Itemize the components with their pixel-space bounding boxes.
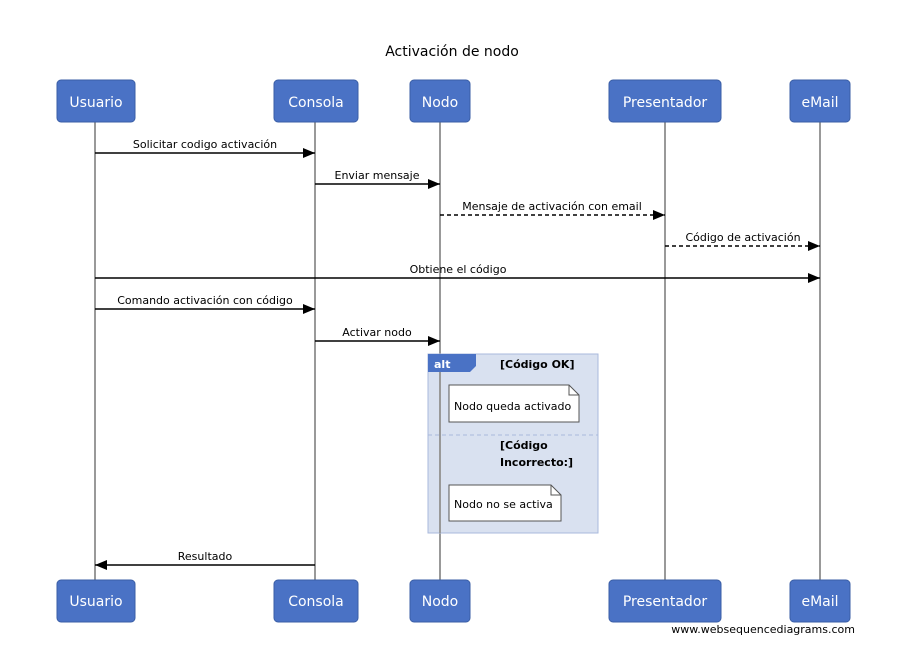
alt-condition-ok: [Código OK] <box>500 358 574 371</box>
note-not-activated: Nodo no se activa <box>448 484 562 522</box>
actor-label-usuario-top: Usuario <box>69 95 122 111</box>
alt-tab <box>428 354 476 372</box>
actor-box-presentador-top[interactable] <box>608 79 722 123</box>
actor-box-usuario-bottom[interactable] <box>56 579 136 623</box>
actor-label-nodo-top: Nodo <box>422 95 459 111</box>
message-label: Obtiene el código <box>410 263 507 276</box>
actor-label-consola-top: Consola <box>288 95 344 111</box>
note-activated-text: Nodo queda activado <box>454 400 571 413</box>
message-label: Resultado <box>178 550 233 563</box>
lifelines <box>94 122 821 580</box>
message-label: Comando activación con código <box>117 294 293 307</box>
actor-label-email-top: eMail <box>801 95 838 111</box>
actor-label-presentador-top: Presentador <box>623 95 708 111</box>
actor-box-presentador-bottom[interactable] <box>608 579 722 623</box>
note-activated: Nodo queda activado <box>448 384 580 423</box>
diagram-title: Activación de nodo <box>385 44 519 60</box>
message-label: Mensaje de activación con email <box>462 200 642 213</box>
actor-label-presentador-bottom: Presentador <box>623 594 708 610</box>
actor-label-usuario-bottom: Usuario <box>69 594 122 610</box>
alt-condition-incorrect-line2: Incorrecto:] <box>500 456 573 469</box>
note-not-activated-text: Nodo no se activa <box>454 498 553 511</box>
actor-label-nodo-bottom: Nodo <box>422 594 459 610</box>
actor-box-consola-bottom[interactable] <box>273 579 359 623</box>
actor-box-email-top[interactable] <box>789 79 851 123</box>
message-label: Enviar mensaje <box>335 169 420 182</box>
alt-condition-incorrect-line1: [Código <box>500 439 548 452</box>
message-label: Código de activación <box>685 231 800 244</box>
actor-label-email-bottom: eMail <box>801 594 838 610</box>
watermark-text[interactable]: www.websequencediagrams.com <box>671 623 855 636</box>
actor-box-nodo-bottom[interactable] <box>409 579 471 623</box>
messages: Solicitar codigo activación Enviar mensa… <box>95 138 820 570</box>
message-label: Solicitar codigo activación <box>133 138 277 151</box>
actors-bottom: Usuario Consola Nodo Presentador eMail <box>56 579 851 623</box>
alt-tag-label: alt <box>434 358 450 371</box>
actor-label-consola-bottom: Consola <box>288 594 344 610</box>
actor-box-consola-top[interactable] <box>273 79 359 123</box>
message-label: Activar nodo <box>342 326 412 339</box>
actor-box-email-bottom[interactable] <box>789 579 851 623</box>
actor-box-nodo-top[interactable] <box>409 79 471 123</box>
actors-top: Usuario Consola Nodo Presentador eMail <box>56 79 851 123</box>
actor-box-usuario-top[interactable] <box>56 79 136 123</box>
